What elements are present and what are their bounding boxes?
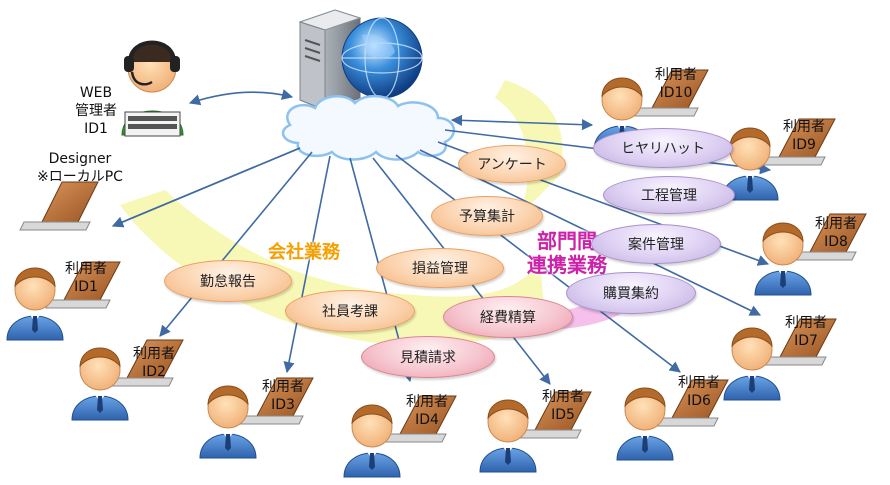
user-role: 利用者	[262, 379, 304, 395]
user-id: ID2	[142, 364, 166, 380]
globe-icon	[341, 17, 423, 99]
user-role: 利用者	[406, 394, 448, 410]
interdept-label-line1: 部門間	[537, 229, 597, 253]
designer-label-line1: Designer	[48, 151, 112, 167]
person-icon	[616, 387, 674, 461]
admin-label-line2: 管理者	[75, 103, 117, 119]
user-figure-id5	[479, 391, 592, 473]
user-id: ID6	[687, 393, 711, 409]
user-label-id4: 利用者 ID4	[406, 393, 448, 429]
user-figure-id7	[723, 318, 837, 401]
user-figures	[6, 69, 867, 478]
user-id: ID7	[794, 333, 818, 349]
user-role: 利用者	[678, 375, 720, 391]
laptop-icon	[761, 318, 837, 366]
laptop-icon	[791, 213, 867, 261]
person-icon	[723, 327, 781, 401]
person-icon	[199, 385, 257, 459]
user-role: 利用者	[65, 261, 107, 277]
designer-laptop	[19, 181, 99, 231]
designer-label: Designer ※ローカルPC	[37, 150, 123, 186]
user-figure-id3	[199, 377, 314, 459]
user-label-id1: 利用者 ID1	[65, 260, 107, 296]
user-figure-id9	[721, 118, 836, 201]
arrow-id10	[450, 114, 594, 131]
person-icon	[71, 347, 129, 421]
user-label-id7: 利用者 ID7	[785, 314, 827, 350]
server-icon	[298, 9, 362, 111]
user-id: ID8	[824, 234, 848, 250]
user-label-id2: 利用者 ID2	[133, 345, 175, 381]
user-label-id8: 利用者 ID8	[815, 215, 857, 251]
user-id: ID10	[659, 85, 693, 101]
company-category-label: 会社業務	[268, 242, 340, 263]
person-icon	[6, 267, 64, 341]
user-figure-id6	[616, 379, 729, 461]
user-role: 利用者	[815, 216, 857, 232]
task-profit-loss[interactable]: 損益管理	[376, 248, 504, 288]
user-label-id9: 利用者 ID9	[783, 118, 825, 154]
task-project[interactable]: 案件管理	[591, 224, 721, 264]
cloud-icon	[281, 94, 456, 161]
laptop-icon	[653, 379, 729, 427]
task-evaluation[interactable]: 社員考課	[285, 290, 415, 332]
user-figure-id1	[6, 261, 121, 341]
arrow-id6	[395, 154, 681, 373]
user-label-id10: 利用者 ID10	[655, 66, 697, 102]
headset-icon	[124, 40, 180, 86]
laptop-icon	[633, 69, 709, 117]
person-icon	[343, 404, 401, 478]
user-label-id6: 利用者 ID6	[678, 374, 720, 410]
person-icon	[721, 127, 779, 201]
person-icon	[754, 222, 812, 296]
laptop-icon	[381, 395, 457, 443]
user-id: ID3	[271, 397, 295, 413]
arrow-id1	[111, 147, 301, 228]
task-near-miss[interactable]: ヒヤリハット	[593, 128, 733, 168]
user-figure-id4	[343, 395, 457, 478]
admin-label-line3: ID1	[84, 121, 108, 137]
task-expense[interactable]: 経費精算	[443, 296, 573, 338]
user-figure-id8	[754, 213, 867, 296]
laptop-icon	[108, 339, 184, 387]
arrow-admin	[188, 89, 294, 106]
interdept-category-label: 部門間 連携業務	[527, 229, 607, 277]
arrow-id3	[283, 155, 331, 374]
task-purchasing[interactable]: 購買集約	[566, 272, 696, 314]
task-estimate[interactable]: 見積請求	[361, 336, 495, 378]
user-role: 利用者	[783, 119, 825, 135]
laptop-icon	[516, 391, 592, 439]
user-role: 利用者	[542, 389, 584, 405]
user-role: 利用者	[133, 346, 175, 362]
task-process[interactable]: 工程管理	[603, 176, 735, 214]
person-icon	[479, 399, 537, 473]
admin-figure	[121, 41, 184, 137]
user-id: ID9	[792, 137, 816, 153]
user-id: ID4	[415, 412, 439, 428]
task-attendance[interactable]: 勤怠報告	[164, 260, 292, 302]
task-survey[interactable]: アンケート	[458, 145, 566, 183]
user-role: 利用者	[785, 315, 827, 331]
user-role: 利用者	[655, 67, 697, 83]
user-figure-id2	[71, 339, 184, 421]
user-label-id5: 利用者 ID5	[542, 388, 584, 424]
task-budget[interactable]: 予算集計	[431, 196, 543, 236]
user-id: ID5	[551, 407, 575, 423]
admin-label-line1: WEB	[79, 85, 113, 101]
laptop-icon	[238, 377, 314, 425]
arrow-id2	[159, 151, 313, 337]
admin-label: WEB 管理者 ID1	[75, 84, 117, 138]
user-label-id3: 利用者 ID3	[262, 378, 304, 414]
user-id: ID1	[74, 279, 98, 295]
designer-label-line2: ※ローカルPC	[37, 169, 123, 185]
laptop-icon	[45, 261, 121, 309]
interdept-label-line2: 連携業務	[527, 253, 607, 277]
